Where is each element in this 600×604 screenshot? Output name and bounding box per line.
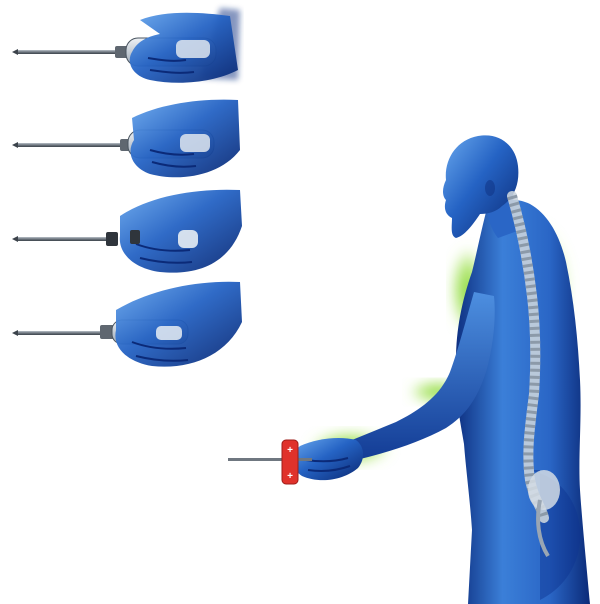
grip-variant-4 bbox=[12, 282, 242, 367]
grip-variant-3 bbox=[12, 190, 242, 273]
screwdriver-hand-grip-icon bbox=[12, 282, 242, 367]
handle-mark-bottom: + bbox=[287, 471, 293, 482]
human-spine-posture-icon bbox=[293, 135, 590, 604]
grip-variant-2 bbox=[12, 100, 240, 178]
handle-mark-top: + bbox=[287, 445, 293, 456]
screwdriver-hand-grip-icon bbox=[12, 100, 240, 178]
grip-variant-1 bbox=[12, 8, 240, 83]
screwdriver-hand-grip-icon bbox=[12, 190, 242, 273]
screwdriver-hand-grip-icon bbox=[12, 8, 240, 83]
main-figure: + + bbox=[228, 135, 590, 604]
